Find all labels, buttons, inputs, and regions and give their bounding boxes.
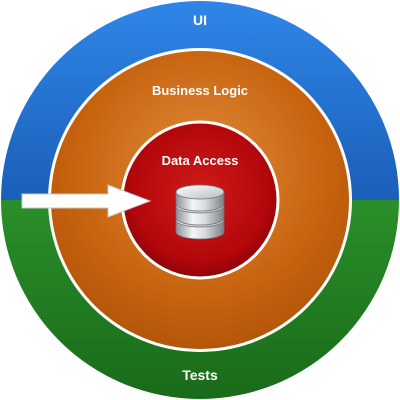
ui-layer-label: UI	[193, 12, 207, 28]
database-icon	[175, 184, 225, 240]
business-logic-layer-label: Business Logic	[152, 83, 248, 98]
tests-layer-label: Tests	[182, 367, 218, 383]
arrow-right-icon	[21, 184, 152, 218]
data-access-layer-label: Data Access	[162, 153, 239, 168]
